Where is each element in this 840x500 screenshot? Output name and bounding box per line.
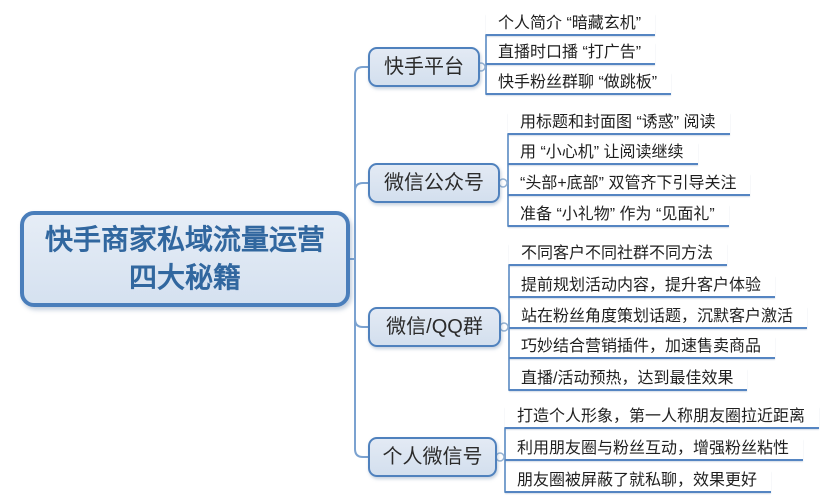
leaf-item[interactable]: 直播时口播 “打广告” xyxy=(486,43,656,65)
leaf-item[interactable]: 提前规划活动内容，提升客户体验 xyxy=(509,276,776,298)
elbow-branch-3 xyxy=(354,318,369,328)
branch-kuaishou-platform[interactable]: 快手平台 xyxy=(368,47,480,87)
branch-personal-wechat[interactable]: 个人微信号 xyxy=(368,437,497,477)
leaf-item[interactable]: 利用朋友圈与粉丝互动，增强粉丝粘性 xyxy=(505,439,804,461)
elbow-branch-4 xyxy=(354,448,369,458)
leaf-item[interactable]: “头部+底部” 双管齐下引导关注 xyxy=(508,174,751,196)
leaf-item[interactable]: 巧妙结合营销插件，加速售卖商品 xyxy=(509,337,776,359)
collapse-handle-branch-2[interactable] xyxy=(498,178,508,188)
leaf-item[interactable]: 不同客户不同社群不同方法 xyxy=(509,244,728,266)
leaf-item[interactable]: 个人简介 “暗藏玄机” xyxy=(486,14,656,36)
leaf-item[interactable]: 站在粉丝角度策划话题，沉默客户激活 xyxy=(509,307,808,329)
leaf-item[interactable]: 朋友圈被屏蔽了就私聊，效果更好 xyxy=(505,471,772,493)
trunk-connectors xyxy=(349,66,369,458)
leaf-item[interactable]: 准备 “小礼物” 作为 “见面礼” xyxy=(508,205,729,227)
collapse-handle-branch-4[interactable] xyxy=(495,452,505,462)
central-topic-line1: 快手商家私域流量运营 xyxy=(44,224,325,255)
central-topic-line2: 四大秘籍 xyxy=(128,262,241,293)
leaf-item[interactable]: 快手粉丝群聊 “做跳板” xyxy=(486,73,672,95)
leaf-item[interactable]: 直播/活动预热，达到最佳效果 xyxy=(509,369,748,391)
leaf-item[interactable]: 用标题和封面图 “诱惑” 阅读 xyxy=(508,113,730,135)
leaf-item[interactable]: 用 “小心机” 让阅读继续 xyxy=(508,143,698,165)
collapse-handle-branch-3[interactable] xyxy=(499,322,509,332)
branch-wechat-official-account[interactable]: 微信公众号 xyxy=(368,163,500,203)
leaf-item[interactable]: 打造个人形象，第一人称朋友圈拉近距离 xyxy=(505,407,820,429)
elbow-branch-2 xyxy=(354,182,369,192)
branch-wechat-qq-group[interactable]: 微信/QQ群 xyxy=(368,307,501,347)
central-topic[interactable]: 快手商家私域流量运营 四大秘籍 xyxy=(20,211,350,307)
elbow-branch-1 xyxy=(354,66,369,76)
